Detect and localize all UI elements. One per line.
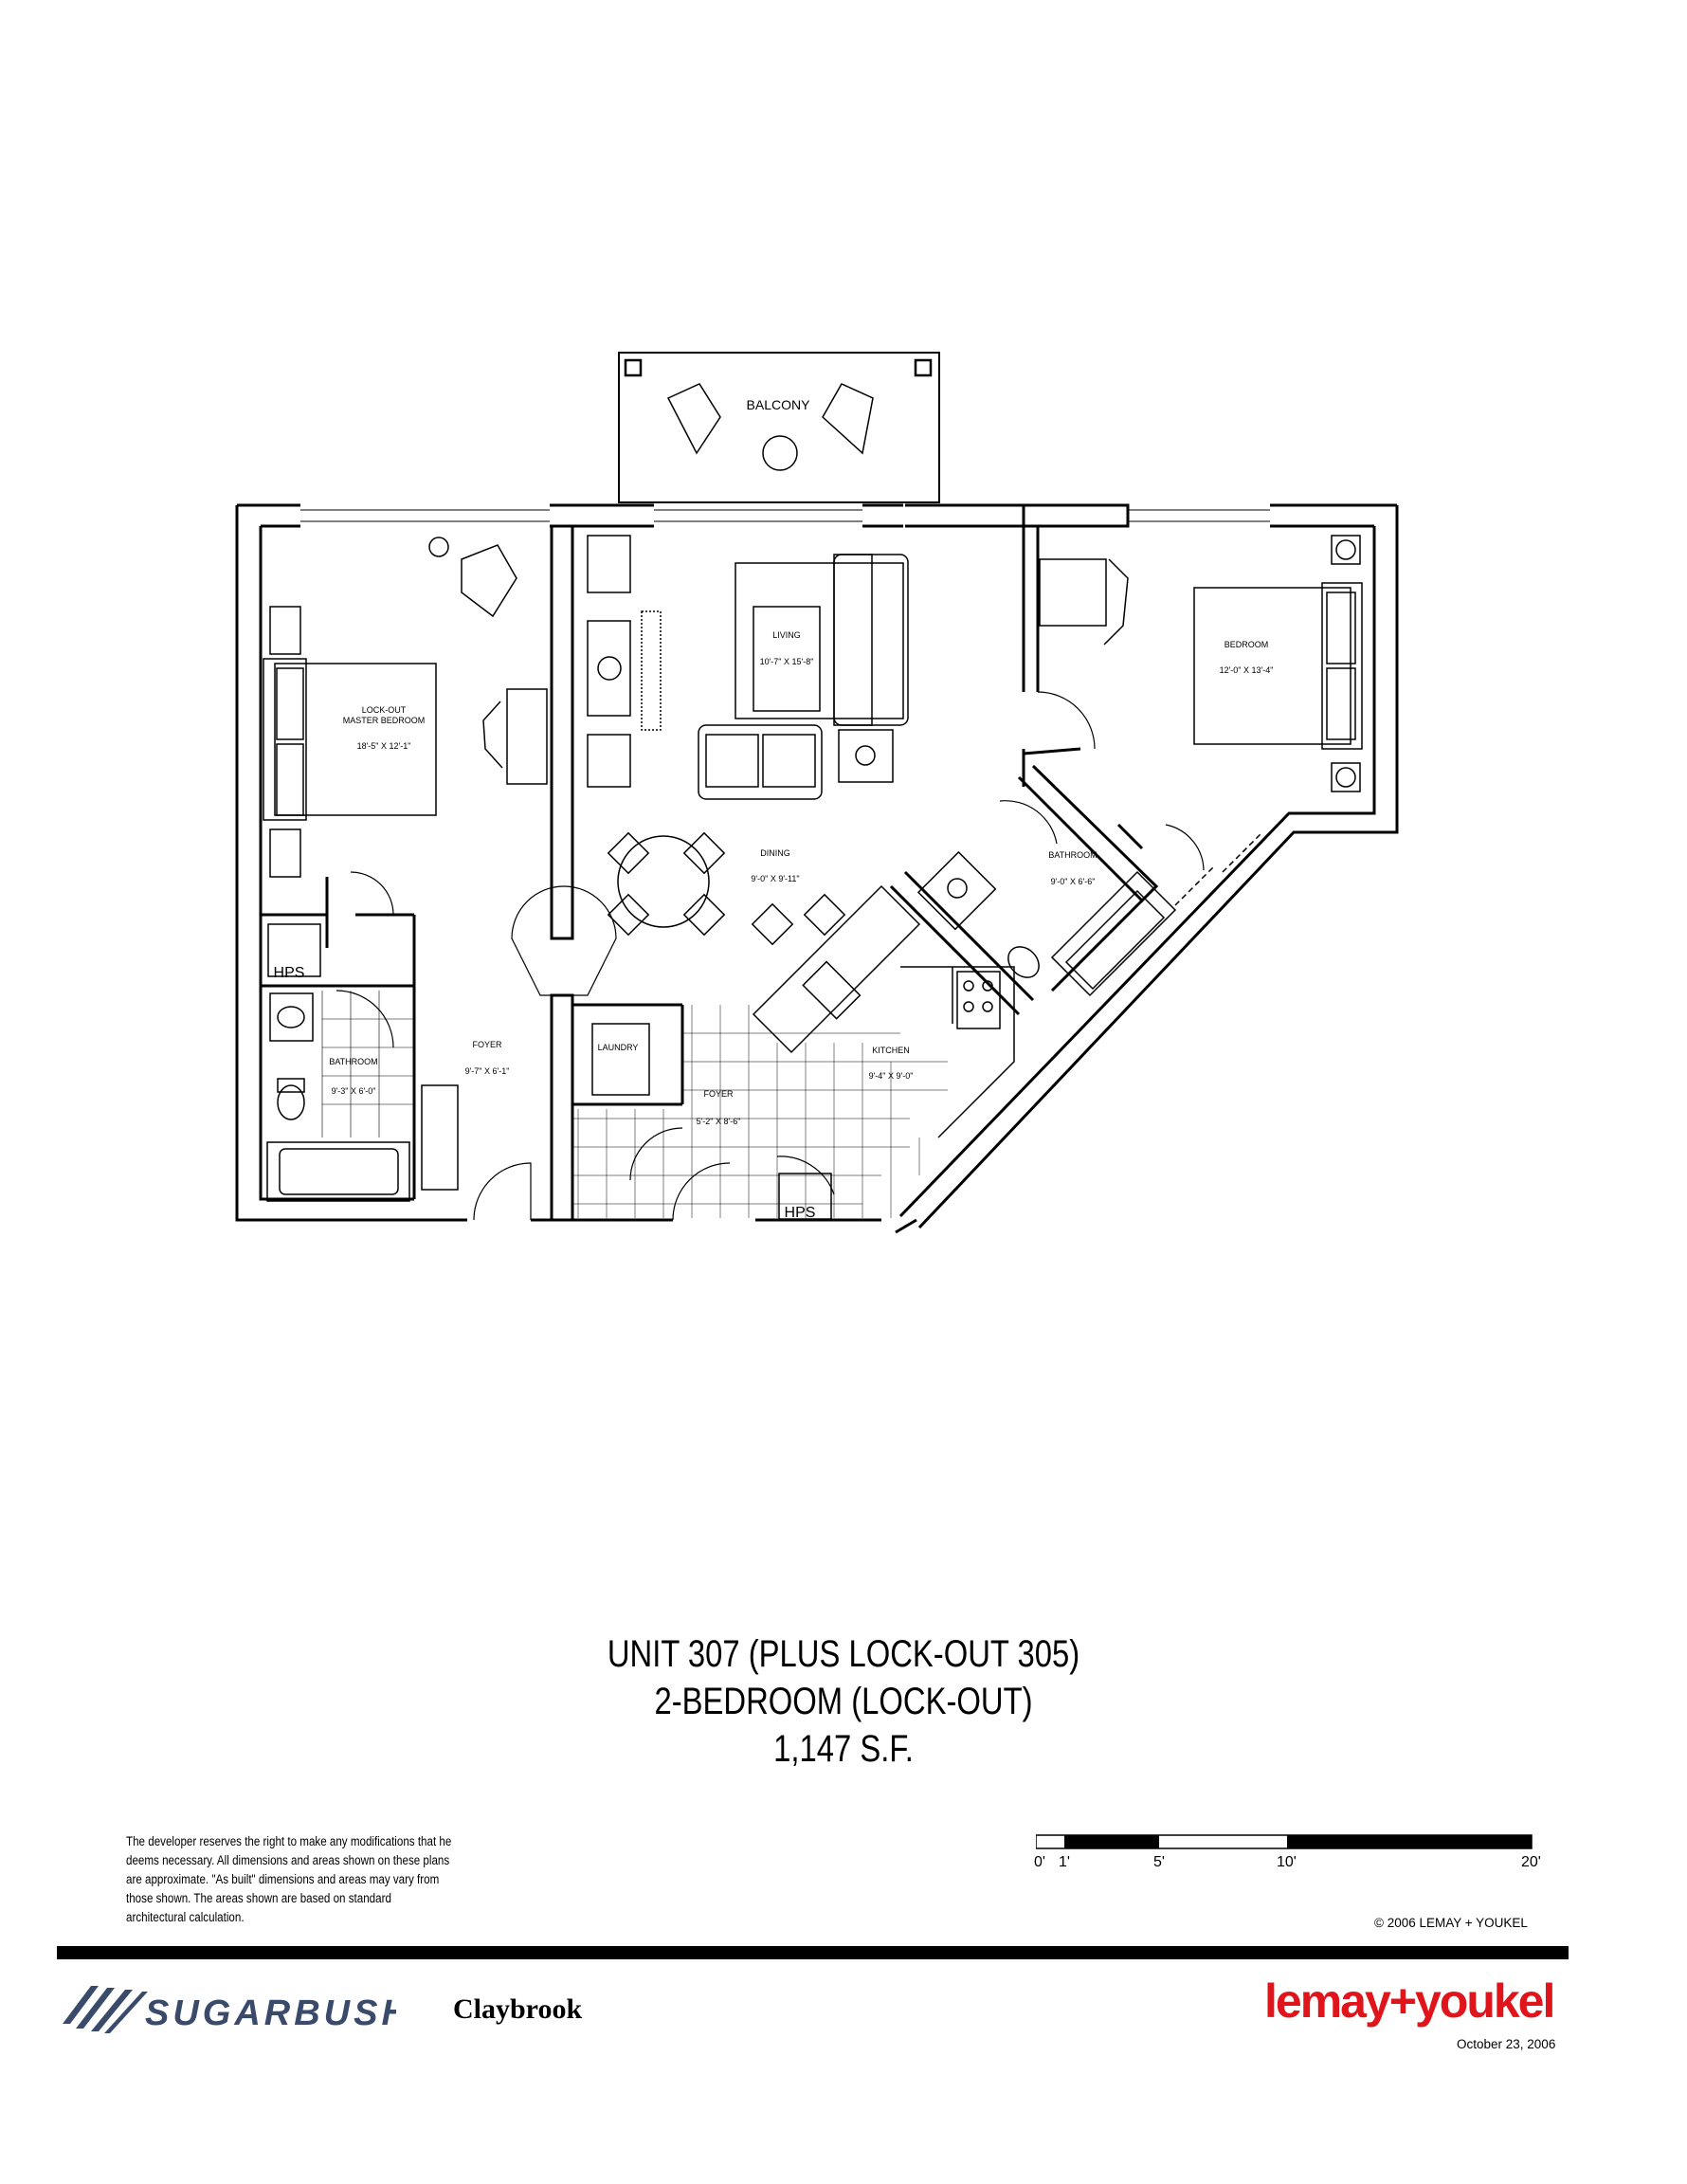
label-living: LIVING (772, 630, 801, 640)
label-foyer-left: FOYER (472, 1040, 502, 1049)
laundry-fixtures (591, 1023, 650, 1096)
unit-title-line2: 2-BEDROOM (LOCK-OUT) (654, 1681, 1033, 1722)
lockout-bedroom-furniture (263, 537, 548, 1191)
label-kitchen-dims: 9'-4" X 9'-0" (869, 1071, 914, 1081)
unit-title-line3: 1,147 S.F. (773, 1728, 914, 1770)
label-laundry: LAUNDRY (598, 1043, 639, 1052)
bedroom-furniture (1039, 535, 1363, 792)
label-balcony: BALCONY (747, 397, 811, 412)
label-bathroom-right: BATHROOM (1048, 850, 1097, 860)
unit-title: UNIT 307 (PLUS LOCK-OUT 305) 2-BEDROOM (… (0, 1630, 1687, 1773)
scale-labels: 0' 1' 5' 10' 20' (1028, 1854, 1541, 1873)
label-bathroom-right-dims: 9'-0" X 6'-6" (1051, 877, 1096, 886)
label-hps-left: HPS (274, 965, 305, 981)
scale-tick-10: 10' (1277, 1854, 1297, 1870)
unit-title-line1: UNIT 307 (PLUS LOCK-OUT 305) (607, 1633, 1080, 1675)
disclaimer-text: The developer reserves the right to make… (126, 1834, 452, 1924)
scale-bar (1036, 1834, 1533, 1849)
label-dining: DINING (760, 848, 790, 858)
label-hps-right: HPS (785, 1205, 816, 1221)
label-lockout-master-2: MASTER BEDROOM (343, 716, 426, 725)
label-bedroom: BEDROOM (1224, 640, 1269, 649)
windows (300, 503, 1270, 528)
exterior-walls (235, 503, 1399, 1234)
living-furniture (587, 535, 909, 800)
left-bathroom-fixtures (266, 992, 410, 1202)
svg-text:SUGARBUSH: SUGARBUSH (145, 1993, 396, 2033)
firm-date: October 23, 2006 (1457, 2037, 1556, 2051)
label-kitchen: KITCHEN (872, 1046, 910, 1055)
scale-tick-0: 0' (1034, 1854, 1045, 1870)
scale-tick-20: 20' (1521, 1854, 1541, 1870)
label-living-dims: 10'-7" X 15'-8" (760, 657, 814, 666)
footer-rule (57, 1946, 1569, 1959)
scale-tick-5: 5' (1153, 1854, 1165, 1870)
doors (336, 691, 1205, 1221)
left-bathroom-tile (321, 991, 414, 1138)
sugarbush-logo: SUGARBUSH (63, 1986, 396, 2033)
balcony-area (618, 352, 940, 503)
label-foyer-center: FOYER (703, 1089, 734, 1099)
interior-walls (261, 524, 1159, 1222)
dining-furniture (607, 831, 846, 946)
copyright: © 2006 LEMAY + YOUKEL (1374, 1916, 1528, 1930)
label-lockout-master-1: LOCK-OUT (362, 705, 407, 715)
label-lockout-master-dims: 18'-5" X 12'-1" (357, 741, 411, 751)
hps-boxes (267, 923, 832, 1220)
kitchen-fixtures (752, 884, 1015, 1138)
firm-logo: lemay+youkel (1264, 1975, 1555, 2028)
project-name: Claybrook (453, 1993, 583, 2025)
foyer-kitchen-tile (572, 1005, 948, 1218)
scale-tick-1: 1' (1059, 1854, 1070, 1870)
room-labels: BALCONY LOCK-OUT MASTER BEDROOM 18'-5" X… (274, 397, 1274, 1221)
label-bathroom-left: BATHROOM (329, 1057, 377, 1066)
right-bathroom-fixtures (916, 833, 1261, 997)
label-foyer-center-dims: 5'-2" X 8'-6" (697, 1117, 741, 1126)
label-bathroom-left-dims: 9'-3" X 6'-0" (332, 1086, 376, 1096)
label-foyer-left-dims: 9'-7" X 6'-1" (465, 1066, 510, 1076)
label-dining-dims: 9'-0" X 9'-11" (751, 874, 799, 883)
label-bedroom-dims: 12'-0" X 13'-4" (1220, 665, 1274, 675)
floor-plan: BALCONY LOCK-OUT MASTER BEDROOM 18'-5" X… (235, 352, 1399, 1234)
